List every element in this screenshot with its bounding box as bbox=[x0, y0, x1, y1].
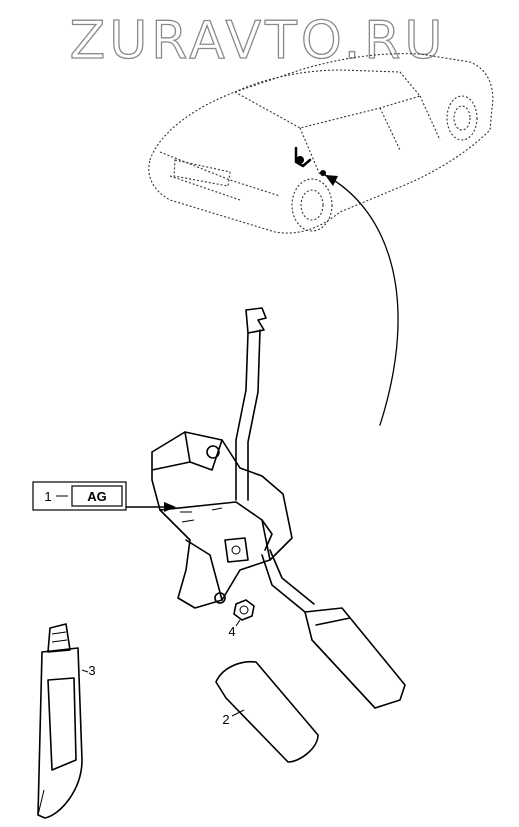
callout-3-number: 3 bbox=[88, 663, 95, 678]
callout-2-number: 2 bbox=[222, 712, 229, 727]
callout-1-code: AG bbox=[87, 489, 107, 504]
grease-tube bbox=[37, 623, 83, 819]
callout-4-number: 4 bbox=[228, 624, 235, 639]
callout-1-group: 1 AG bbox=[32, 481, 176, 512]
callout-1-number: 1 bbox=[44, 489, 51, 504]
leader-line-4 bbox=[235, 619, 241, 627]
pedal-bracket bbox=[151, 431, 293, 609]
watermark-text: ZURAVTO.RU bbox=[70, 11, 447, 71]
pedal-pad-cover bbox=[215, 660, 319, 763]
leader-line-3 bbox=[81, 669, 89, 673]
accelerator-pedal bbox=[261, 549, 406, 709]
pointer-arrowhead bbox=[325, 175, 338, 186]
car-outline bbox=[148, 53, 494, 234]
detail-pointer-curve bbox=[324, 174, 399, 426]
nut-part bbox=[233, 599, 255, 621]
callout-1-arrowhead bbox=[164, 502, 176, 512]
callout-1-code-box bbox=[71, 485, 123, 507]
leader-line-2 bbox=[231, 709, 245, 717]
